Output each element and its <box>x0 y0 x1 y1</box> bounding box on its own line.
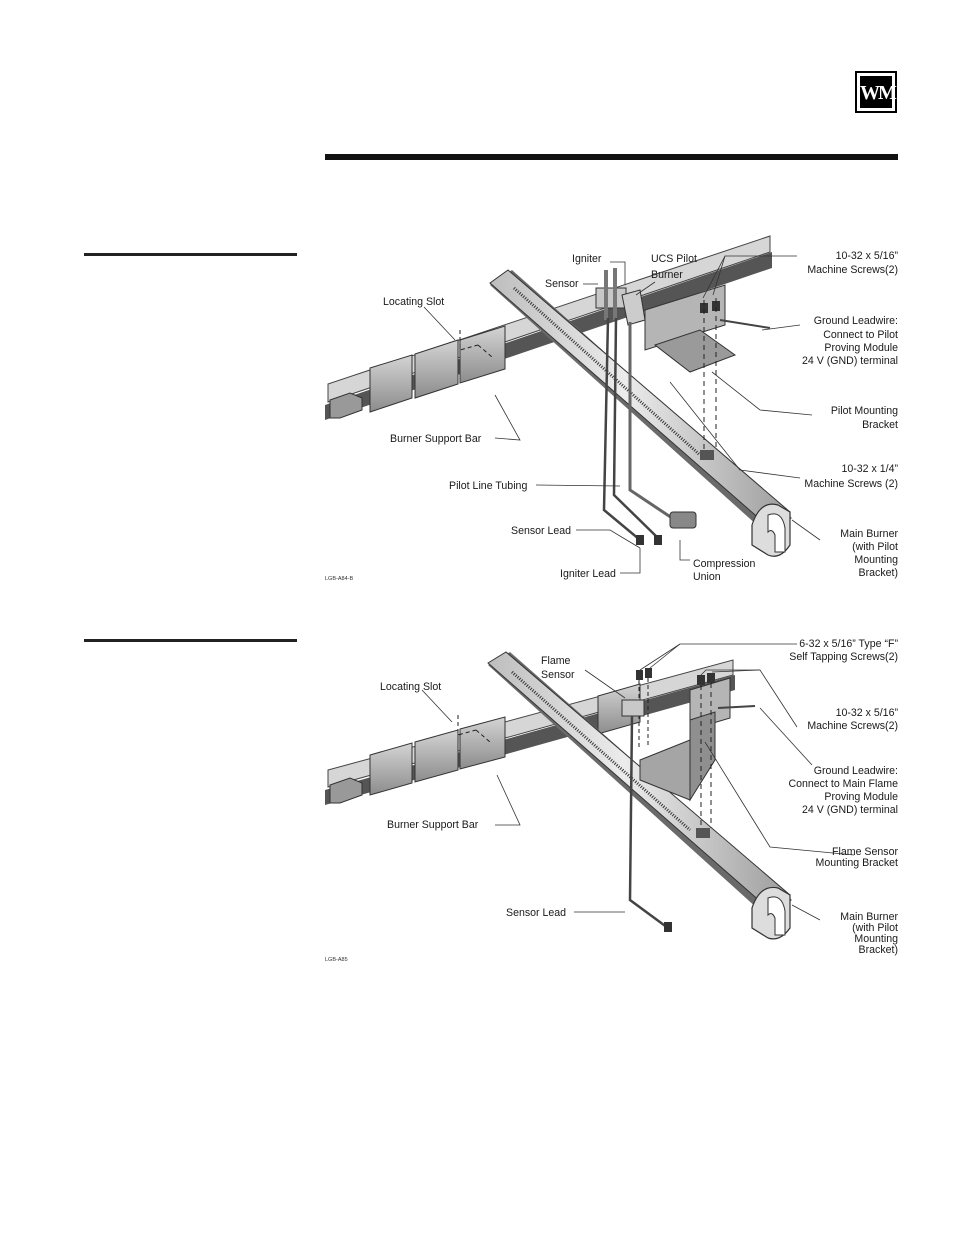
label-main-burner-2-3: Mounting <box>854 933 898 945</box>
label-screws-bottom-1: 10-32 x 1/4” <box>841 463 898 475</box>
wm-logo: WM <box>855 71 897 113</box>
label-tapping-2: Self Tapping Screws(2) <box>789 651 898 663</box>
label-compression-1: Compression <box>693 558 756 570</box>
figure-2-flame-sensor: 6-32 x 5/16” Type “F” Self Tapping Screw… <box>325 638 898 963</box>
label-tapping-1: 6-32 x 5/16” Type “F” <box>799 638 898 650</box>
label-pilot-bracket-1: Pilot Mounting <box>831 405 898 417</box>
label-flame-sensor-1: Flame <box>541 655 571 667</box>
section-rule-1 <box>84 253 297 256</box>
main-burner-tube-1 <box>489 269 792 557</box>
pilot-assembly-1 <box>595 268 697 545</box>
figure-1-pilot-burner: Igniter UCS Pilot Burner Sensor 10-32 x … <box>325 235 899 583</box>
label-main-burner-1-3: Mounting <box>854 554 898 566</box>
label-ground-2-4: 24 V (GND) terminal <box>802 804 898 816</box>
figure-2-code: LGB-A85 <box>325 957 348 963</box>
label-main-burner-1-4: Bracket) <box>859 567 898 579</box>
label-locating-slot-2: Locating Slot <box>380 681 441 693</box>
label-support-bar-2: Burner Support Bar <box>387 819 479 831</box>
label-sensor: Sensor <box>545 278 579 290</box>
label-ground-4: 24 V (GND) terminal <box>802 355 898 367</box>
main-burner-tube-2 <box>487 651 792 940</box>
label-compression-2: Union <box>693 571 721 583</box>
label-main-burner-2-4: Bracket) <box>859 944 898 956</box>
label-ucs-pilot-2: Burner <box>651 269 683 281</box>
label-ground-2-2: Connect to Main Flame <box>788 778 898 790</box>
section-rule-2 <box>84 639 297 642</box>
label-support-bar-1: Burner Support Bar <box>390 433 482 445</box>
label-locating-slot-1: Locating Slot <box>383 296 444 308</box>
label-ground-3: Proving Module <box>824 342 898 354</box>
header-rule <box>325 154 898 160</box>
label-sensor-lead-1: Sensor Lead <box>511 525 571 537</box>
label-ground-1: Ground Leadwire: <box>814 315 898 327</box>
label-screws-top-2: Machine Screws(2) <box>807 264 898 276</box>
figure-1-leaders <box>423 255 821 574</box>
label-main-burner-2-2: (with Pilot <box>852 922 898 934</box>
label-ground-2: Connect to Pilot <box>823 329 898 341</box>
label-screws-2-2: Machine Screws(2) <box>807 720 898 732</box>
label-screws-bottom-2: Machine Screws (2) <box>804 478 898 490</box>
figure-2-leaders <box>421 643 855 921</box>
label-main-burner-2-1: Main Burner <box>840 911 898 923</box>
label-main-burner-1-1: Main Burner <box>840 528 898 540</box>
label-pilot-tubing: Pilot Line Tubing <box>449 480 527 492</box>
label-screws-top-1: 10-32 x 5/16” <box>836 250 899 262</box>
label-bracket-2-2: Mounting Bracket <box>816 857 898 869</box>
pilot-mounting-bracket-1 <box>644 284 771 460</box>
label-sensor-lead-2: Sensor Lead <box>506 907 566 919</box>
label-main-burner-1-2: (with Pilot <box>852 541 898 553</box>
label-igniter-lead: Igniter Lead <box>560 568 616 580</box>
label-pilot-bracket-2: Bracket <box>862 419 898 431</box>
label-ground-2-1: Ground Leadwire: <box>814 765 898 777</box>
label-ground-2-3: Proving Module <box>824 791 898 803</box>
label-screws-2-1: 10-32 x 5/16” <box>836 707 899 719</box>
figure-1-code: LGB-A84-B <box>325 576 353 582</box>
label-ucs-pilot-1: UCS Pilot <box>651 253 697 265</box>
logo-text: WM <box>860 82 897 104</box>
label-bracket-2-1: Flame Sensor <box>832 846 898 858</box>
label-igniter: Igniter <box>572 253 602 265</box>
flame-sensor-bracket-2 <box>621 668 756 932</box>
label-flame-sensor-2: Sensor <box>541 669 575 681</box>
